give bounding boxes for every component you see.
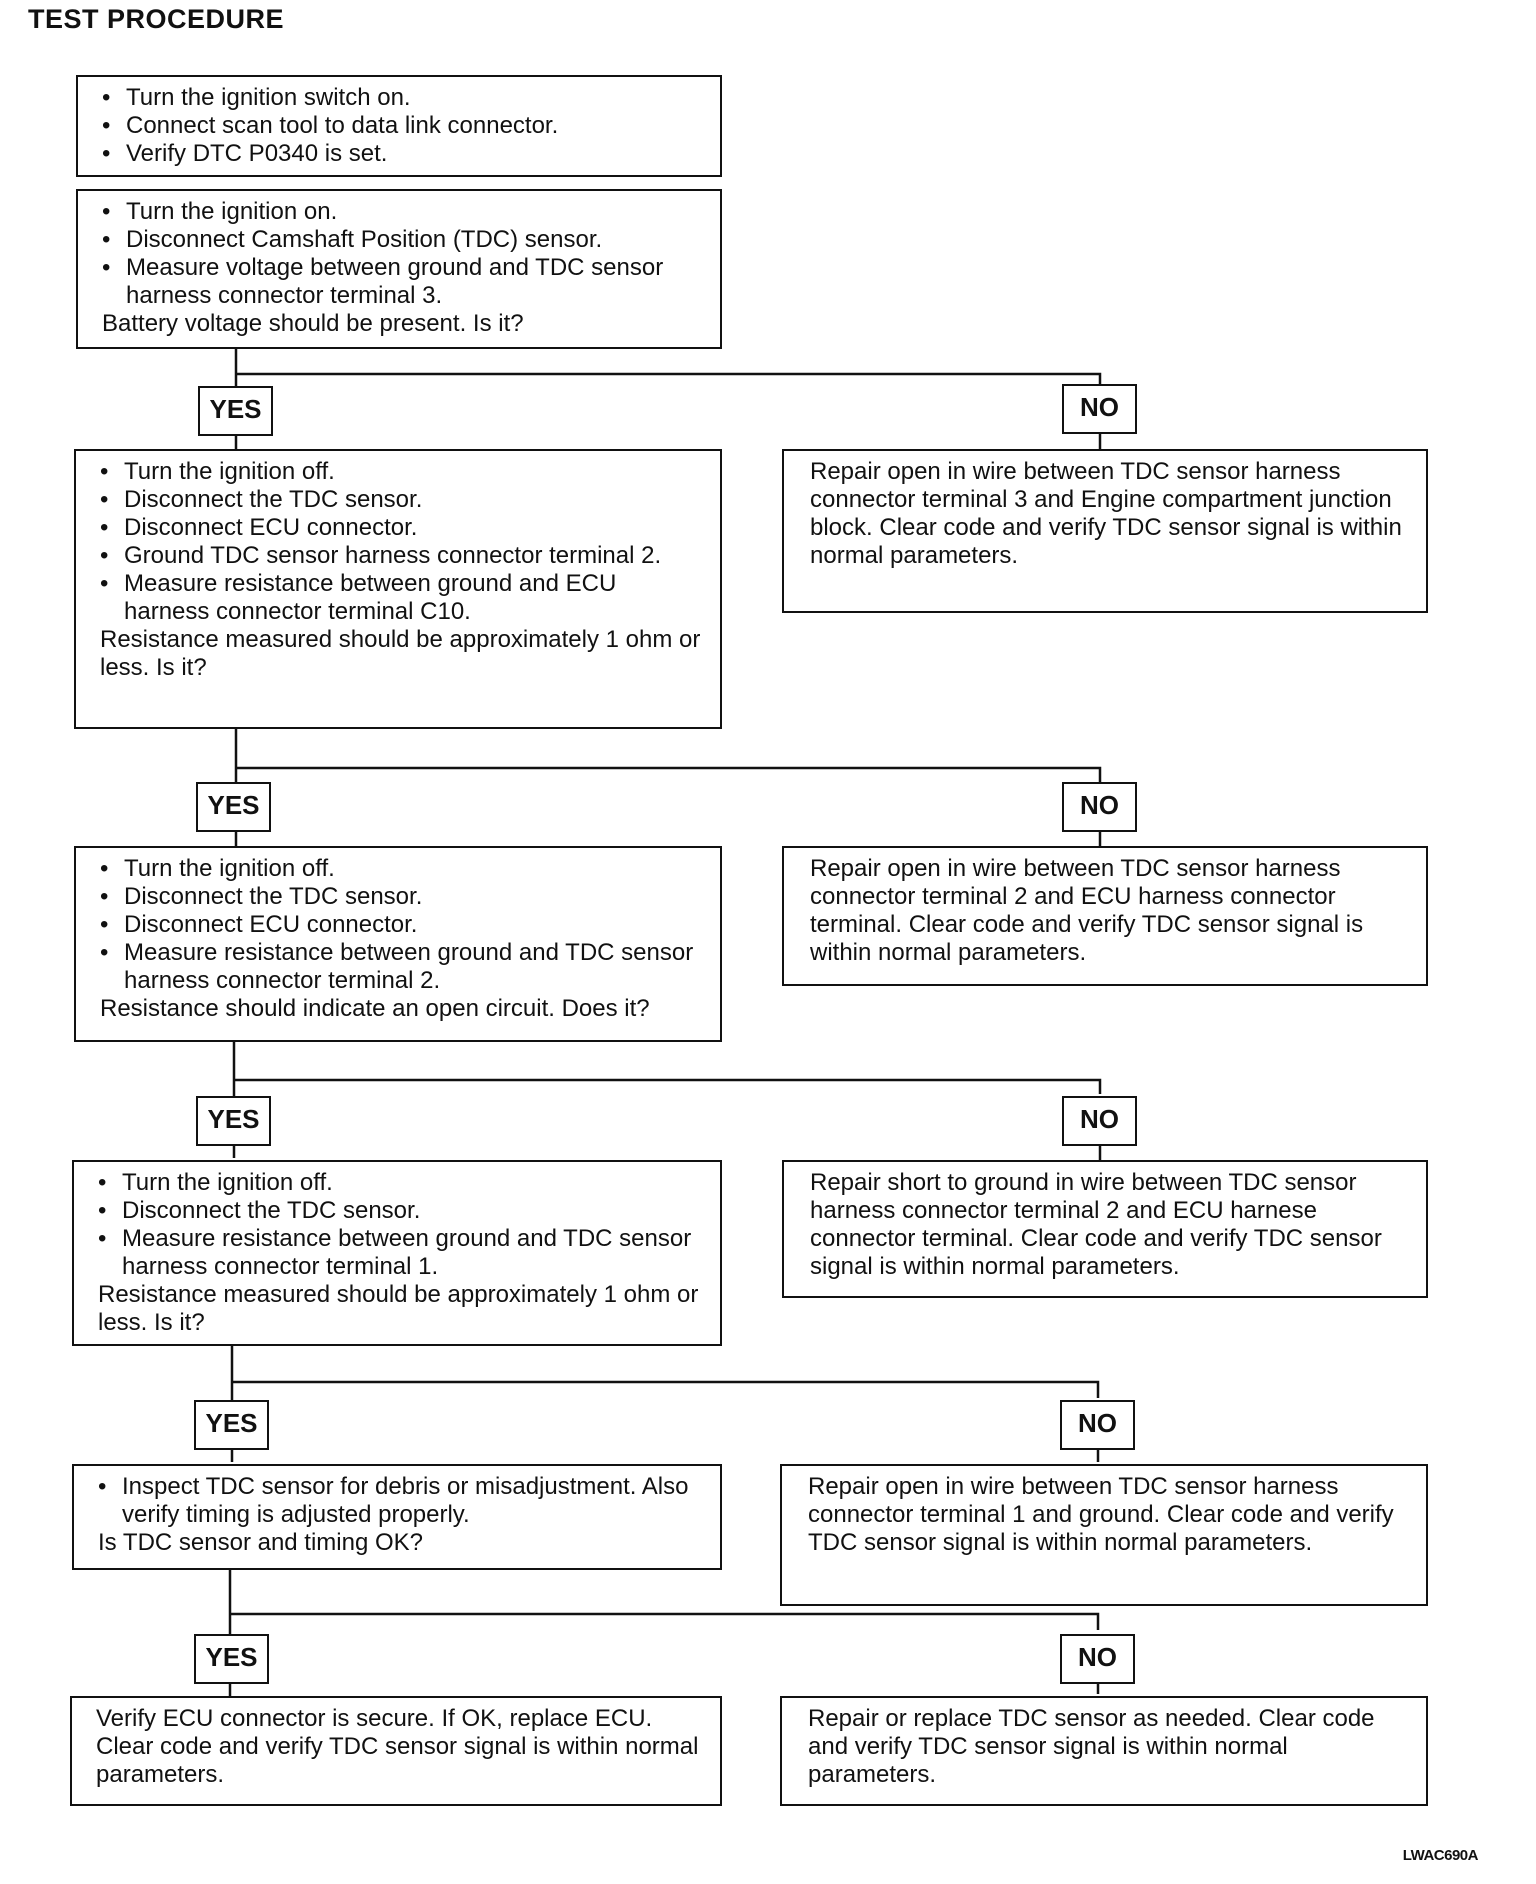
step-bullet: Measure resistance between ground and TD…	[100, 939, 706, 995]
step-question: Battery voltage should be present. Is it…	[102, 310, 524, 337]
connector-line	[230, 1612, 1100, 1630]
no-action-text: Repair or replace TDC sensor as needed. …	[808, 1705, 1375, 1788]
step-box-6: Inspect TDC sensor for debris or misadju…	[72, 1464, 722, 1570]
no-action-box-2: Repair open in wire between TDC sensor h…	[782, 846, 1428, 986]
step-question: Resistance measured should be approximat…	[100, 626, 701, 681]
step-box-5: Turn the ignition off. Disconnect the TD…	[72, 1160, 722, 1346]
page-title: TEST PROCEDURE	[28, 4, 285, 34]
yes-action-text: Verify ECU connector is secure. If OK, r…	[96, 1705, 699, 1788]
connector-line	[234, 1078, 1102, 1094]
step-bullet: Disconnect the TDC sensor.	[100, 486, 706, 514]
no-label-2: NO	[1062, 782, 1137, 832]
step-bullet: Verify DTC P0340 is set.	[102, 140, 706, 168]
no-action-text: Repair short to ground in wire between T…	[810, 1169, 1382, 1280]
yes-action-box-final: Verify ECU connector is secure. If OK, r…	[70, 1696, 722, 1806]
step-box-4: Turn the ignition off. Disconnect the TD…	[74, 846, 722, 1042]
step-bullet: Turn the ignition switch on.	[102, 84, 706, 112]
step-bullet: Measure voltage between ground and TDC s…	[102, 254, 706, 310]
step-bullet: Measure resistance between ground and TD…	[98, 1225, 706, 1281]
step-bullet: Turn the ignition off.	[98, 1169, 706, 1197]
yes-label-4: YES	[194, 1400, 269, 1450]
step-bullet: Disconnect the TDC sensor.	[100, 883, 706, 911]
connector-line	[232, 1380, 1100, 1398]
step-question: Resistance should indicate an open circu…	[100, 995, 650, 1022]
no-action-box-3: Repair short to ground in wire between T…	[782, 1160, 1428, 1298]
yes-label-5: YES	[194, 1634, 269, 1684]
no-label-1: NO	[1062, 384, 1137, 434]
connector-line	[236, 372, 1102, 384]
step-bullet: Disconnect ECU connector.	[100, 514, 706, 542]
no-action-box-5: Repair or replace TDC sensor as needed. …	[780, 1696, 1428, 1806]
step-bullet: Turn the ignition off.	[100, 458, 706, 486]
step-question: Resistance measured should be approximat…	[98, 1281, 699, 1336]
no-label-3: NO	[1062, 1096, 1137, 1146]
step-bullet: Disconnect ECU connector.	[100, 911, 706, 939]
step-box-2: Turn the ignition on. Disconnect Camshaf…	[76, 189, 722, 349]
step-bullet: Measure resistance between ground and EC…	[100, 570, 706, 626]
step-bullet: Disconnect the TDC sensor.	[98, 1197, 706, 1225]
no-action-text: Repair open in wire between TDC sensor h…	[810, 458, 1402, 569]
yes-label-1: YES	[198, 386, 273, 436]
no-label-5: NO	[1060, 1634, 1135, 1684]
yes-label-3: YES	[196, 1096, 271, 1146]
step-bullet: Inspect TDC sensor for debris or misadju…	[98, 1473, 706, 1529]
step-question: Is TDC sensor and timing OK?	[98, 1529, 424, 1556]
connector-line	[236, 766, 1102, 782]
yes-label-2: YES	[196, 782, 271, 832]
step-bullet: Ground TDC sensor harness connector term…	[100, 542, 706, 570]
no-action-box-1: Repair open in wire between TDC sensor h…	[782, 449, 1428, 613]
no-label-4: NO	[1060, 1400, 1135, 1450]
no-action-box-4: Repair open in wire between TDC sensor h…	[780, 1464, 1428, 1606]
step-box-3: Turn the ignition off. Disconnect the TD…	[74, 449, 722, 729]
step-bullet: Disconnect Camshaft Position (TDC) senso…	[102, 226, 706, 254]
step-bullet: Connect scan tool to data link connector…	[102, 112, 706, 140]
step-bullet: Turn the ignition on.	[102, 198, 706, 226]
step-bullet: Turn the ignition off.	[100, 855, 706, 883]
step-box-1: Turn the ignition switch on. Connect sca…	[76, 75, 722, 177]
no-action-text: Repair open in wire between TDC sensor h…	[808, 1473, 1394, 1556]
figure-code: LWAC690A	[1402, 1847, 1479, 1864]
no-action-text: Repair open in wire between TDC sensor h…	[810, 855, 1364, 966]
